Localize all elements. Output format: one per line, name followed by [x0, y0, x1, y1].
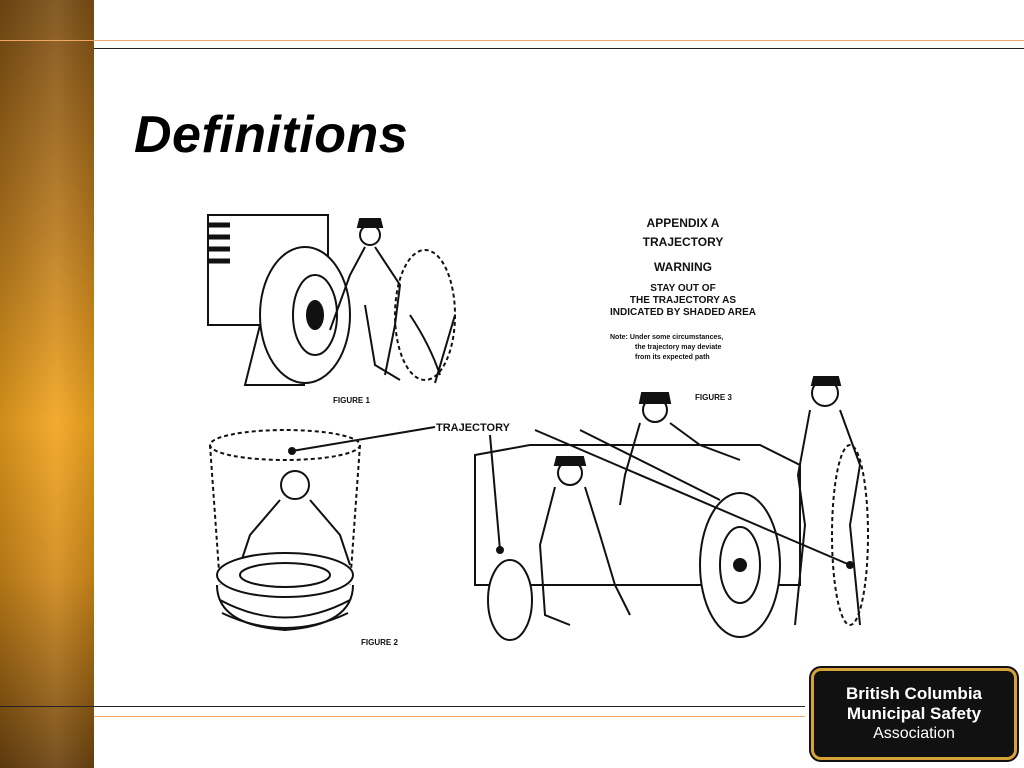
logo-line3: Association — [873, 725, 955, 742]
figure3-drawing — [434, 314, 869, 641]
figure1-label: FIGURE 1 — [333, 396, 370, 405]
bc-municipal-safety-logo: British Columbia Municipal Safety Associ… — [811, 668, 1017, 760]
stay-out-line1: STAY OUT OF — [650, 283, 715, 294]
figure3-label: FIGURE 3 — [695, 393, 732, 402]
trajectory-heading: TRAJECTORY — [643, 235, 724, 249]
logo-line2: Municipal Safety — [846, 704, 982, 723]
bottom-rule-dark — [0, 706, 805, 707]
top-rule-orange — [0, 40, 1024, 41]
stay-out-line2: THE TRAJECTORY AS — [630, 295, 736, 306]
logo-line1: British Columbia — [845, 684, 982, 703]
trajectory-illustration: APPENDIX A TRAJECTORY WARNING STAY OUT O… — [200, 205, 890, 655]
figure2-label: FIGURE 2 — [361, 638, 398, 647]
bottom-rule-orange — [94, 716, 805, 717]
note-line2: the trajectory may deviate — [635, 344, 721, 351]
appendix-label: APPENDIX A — [647, 216, 720, 230]
top-rule-dark — [94, 48, 1024, 49]
page-title: Definitions — [134, 106, 409, 164]
figure1-drawing — [207, 214, 456, 386]
figure2-drawing — [209, 426, 436, 632]
sidebar-accent — [0, 0, 94, 768]
stay-out-line3: INDICATED BY SHADED AREA — [610, 307, 756, 318]
sidebar-shade — [0, 0, 94, 768]
warning-label: WARNING — [654, 260, 712, 274]
note-line1: Note: Under some circumstances, — [610, 334, 723, 341]
note-line3: from its expected path — [635, 354, 710, 361]
trajectory-label: TRAJECTORY — [436, 422, 511, 434]
